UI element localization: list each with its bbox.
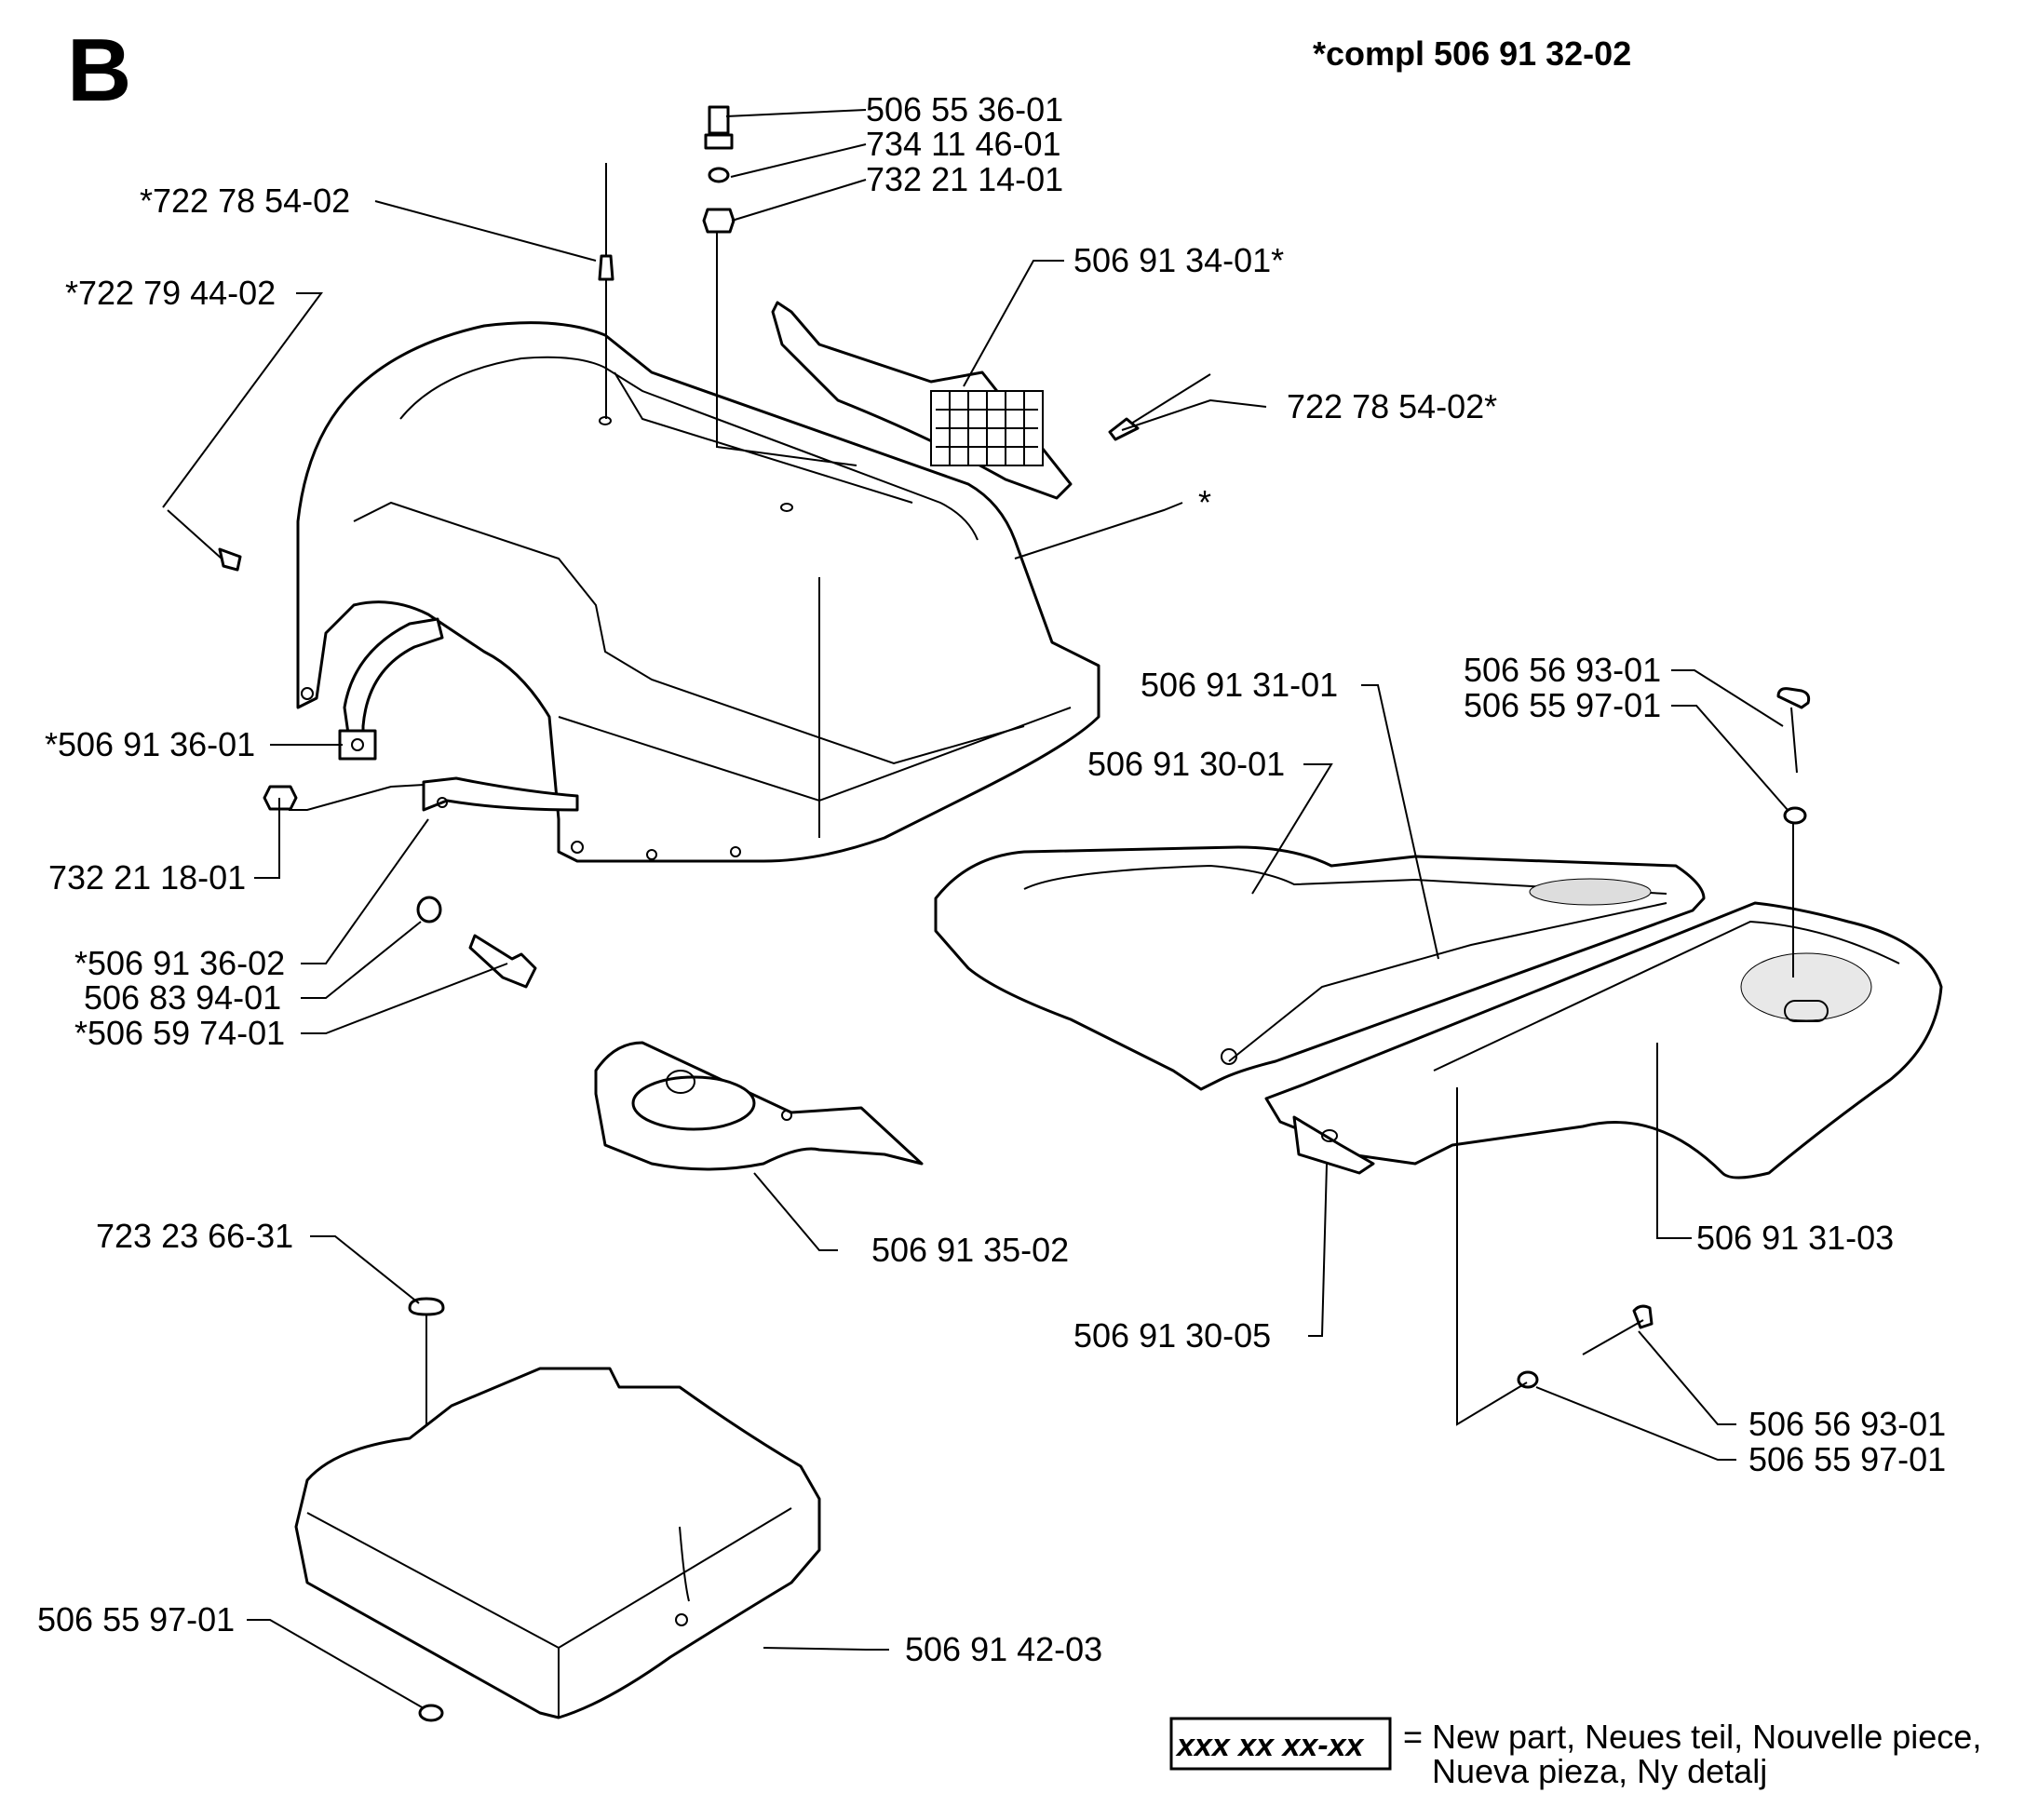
callout-734-11-46-01: 734 11 46-01 bbox=[866, 125, 1061, 163]
callout-506-56-93-01-bottom: 506 56 93-01 bbox=[1748, 1405, 1946, 1443]
complete-set-label: *compl 506 91 32-02 bbox=[1313, 34, 1631, 73]
callout-506-56-93-01-top: 506 56 93-01 bbox=[1464, 651, 1661, 689]
hood-cover-part bbox=[296, 321, 1100, 863]
callout-722-78-54-02-right: 722 78 54-02* bbox=[1287, 387, 1497, 425]
callout-506-91-42-03: 506 91 42-03 bbox=[905, 1630, 1102, 1668]
right-fasteners bbox=[1517, 687, 1811, 1389]
seat-panel-part bbox=[934, 845, 1706, 1091]
callout-722-79-44-02: *722 79 44-02 bbox=[65, 274, 276, 312]
legend-line-2: Nueva pieza, Ny detalj bbox=[1432, 1752, 1767, 1790]
callout-506-91-36-01: *506 91 36-01 bbox=[45, 725, 255, 763]
callout-506-91-35-02: 506 91 35-02 bbox=[871, 1231, 1069, 1269]
callout-506-91-36-02: *506 91 36-02 bbox=[74, 944, 285, 982]
callout-722-78-54-02-left: *722 78 54-02 bbox=[140, 182, 350, 220]
legend-key-text: xxx xx xx-xx bbox=[1175, 1728, 1365, 1763]
callout-506-91-31-03: 506 91 31-03 bbox=[1696, 1219, 1894, 1257]
callout-506-55-36-01: 506 55 36-01 bbox=[866, 90, 1063, 128]
section-letter: B bbox=[67, 20, 131, 120]
callout-506-83-94-01: 506 83 94-01 bbox=[84, 978, 281, 1017]
bottom-cover-part bbox=[294, 1297, 821, 1722]
callout-506-91-30-05: 506 91 30-05 bbox=[1073, 1316, 1271, 1355]
callout-723-23-66-31: 723 23 66-31 bbox=[96, 1217, 293, 1255]
rear-seat-panel-part bbox=[1264, 901, 1943, 1180]
legend: xxx xx xx-xx = New part, Neues teil, Nou… bbox=[1169, 1717, 1981, 1790]
leader-lines bbox=[162, 109, 1789, 1709]
strap-bracket-part bbox=[338, 617, 579, 812]
top-fasteners bbox=[598, 105, 736, 419]
callout-506-55-97-01-bottom: 506 55 97-01 bbox=[1748, 1440, 1946, 1478]
left-hardware bbox=[263, 785, 537, 989]
callout-506-91-30-01: 506 91 30-01 bbox=[1087, 745, 1285, 783]
callout-506-55-97-01-top: 506 55 97-01 bbox=[1464, 686, 1661, 724]
vent-plate-part bbox=[771, 301, 1073, 500]
callout-732-21-14-01: 732 21 14-01 bbox=[866, 160, 1063, 198]
left-screw bbox=[167, 509, 242, 572]
callout-asterisk: * bbox=[1198, 483, 1211, 521]
legend-line-1: = New part, Neues teil, Nouvelle piece, bbox=[1403, 1718, 1981, 1756]
funnel-bracket-part bbox=[594, 1041, 924, 1171]
callout-506-91-31-01: 506 91 31-01 bbox=[1141, 666, 1338, 704]
callout-506-55-97-01-left: 506 55 97-01 bbox=[37, 1600, 235, 1638]
legend-key-box bbox=[1169, 1717, 1392, 1771]
callout-732-21-18-01: 732 21 18-01 bbox=[48, 858, 246, 897]
callout-506-91-34-01: 506 91 34-01* bbox=[1073, 241, 1284, 279]
callout-506-59-74-01: *506 59 74-01 bbox=[74, 1014, 285, 1052]
